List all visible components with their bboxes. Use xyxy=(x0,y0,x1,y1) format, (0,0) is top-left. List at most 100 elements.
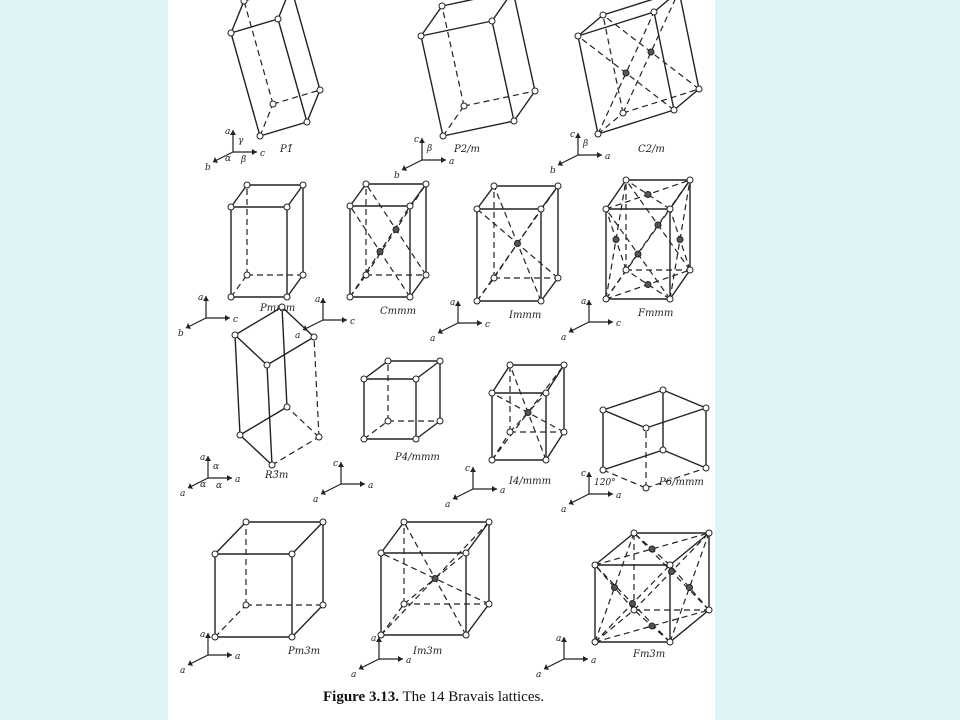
lattice-label: Cmmm xyxy=(380,306,416,317)
axis-label: a xyxy=(605,152,610,162)
center-atom xyxy=(654,221,662,229)
cell-edge xyxy=(239,406,288,436)
corner-atom xyxy=(659,386,667,394)
corner-atom xyxy=(531,87,539,95)
center-atom xyxy=(634,250,642,258)
corner-atom xyxy=(686,176,694,184)
axis-label: c xyxy=(350,317,355,327)
corner-atom xyxy=(462,549,470,557)
arrow-head xyxy=(227,475,232,481)
lattice-ortho-p: Pmmm xyxy=(227,181,307,314)
hidden-edge xyxy=(602,469,647,489)
cell-edge xyxy=(230,184,248,208)
corner-atom xyxy=(242,518,250,526)
cell-edge xyxy=(491,364,511,394)
axes-tetra-i: caa xyxy=(445,464,505,510)
lattice-ortho-f: Fmmm xyxy=(602,176,694,319)
corner-atom xyxy=(702,404,710,412)
cell-edge xyxy=(602,389,664,411)
axes-cubic-p: aaa xyxy=(180,630,240,676)
cell-edge xyxy=(669,532,710,566)
arrow-head xyxy=(398,656,403,662)
cell-edge xyxy=(577,11,655,37)
hidden-edge xyxy=(645,467,707,489)
cell-edge xyxy=(673,88,700,111)
cell-edge xyxy=(286,274,304,298)
cell-edge xyxy=(306,89,321,123)
lattice-label: P4/mmm xyxy=(394,452,440,463)
corner-atom xyxy=(630,606,638,614)
corner-atom xyxy=(288,633,296,641)
lattice-monoclinic-c: C2/m xyxy=(574,0,703,155)
axes-ortho-c: a a c xyxy=(295,295,355,341)
cell-edge xyxy=(545,431,565,461)
cell-edge xyxy=(230,18,279,34)
cell-edge xyxy=(415,420,441,440)
hidden-edge xyxy=(442,105,465,137)
center-atom xyxy=(629,600,636,607)
angle-label: β xyxy=(582,139,588,149)
corner-atom xyxy=(666,561,674,569)
centering-C xyxy=(349,183,427,298)
angle-label: α xyxy=(213,462,219,472)
arrow-head xyxy=(320,298,326,303)
corner-atom xyxy=(537,297,545,305)
axes-ortho-f: aac xyxy=(561,297,621,343)
corner-atom xyxy=(670,106,678,114)
corner-atom xyxy=(622,176,630,184)
corner-atom xyxy=(622,266,630,274)
corner-atom xyxy=(422,180,430,188)
corner-atom xyxy=(642,484,650,492)
arrow-head xyxy=(252,149,257,155)
axis-label: a xyxy=(561,333,566,343)
corner-atom xyxy=(263,361,271,369)
corner-atom xyxy=(236,431,244,439)
lattice-points xyxy=(417,2,539,140)
corner-atom xyxy=(362,180,370,188)
lattice-points xyxy=(377,518,493,639)
corner-atom xyxy=(400,600,408,608)
arrow-head xyxy=(586,300,592,305)
cell-edges xyxy=(234,306,320,466)
corner-atom xyxy=(666,205,674,213)
cell-edge xyxy=(281,306,288,408)
lattice-label: P1̄ xyxy=(279,144,293,155)
hidden-edge xyxy=(363,420,389,440)
hidden-edge xyxy=(597,112,624,135)
cell-edge xyxy=(277,0,287,20)
hidden-edge xyxy=(380,603,405,636)
arrow-head xyxy=(569,499,574,505)
lattice-points xyxy=(227,181,307,301)
corner-atom xyxy=(243,181,251,189)
centering-line xyxy=(380,521,490,636)
arrow-head xyxy=(205,633,211,638)
center-atom xyxy=(644,191,652,198)
center-atom xyxy=(612,236,620,243)
hidden-edge xyxy=(230,274,248,298)
arrow-head xyxy=(402,165,407,171)
cell-edge xyxy=(465,521,490,554)
corner-atom xyxy=(422,271,430,279)
corner-atom xyxy=(602,295,610,303)
axis-label: a xyxy=(315,295,320,305)
hidden-edge xyxy=(313,336,320,438)
axis-label: a xyxy=(295,331,300,341)
cell-edge xyxy=(662,449,707,469)
arrow-head xyxy=(575,133,581,138)
cell-edge xyxy=(602,409,647,429)
corner-atom xyxy=(619,109,627,117)
cell-edge xyxy=(597,109,675,135)
corner-atom xyxy=(299,271,307,279)
corner-atom xyxy=(650,8,658,16)
corner-atom xyxy=(602,205,610,213)
hidden-edge xyxy=(272,89,321,105)
corner-atom xyxy=(283,203,291,211)
corner-atom xyxy=(288,550,296,558)
lattice-label: C2/m xyxy=(638,144,665,155)
axis-label: a xyxy=(450,298,455,308)
axis-label: a xyxy=(371,634,376,644)
cell-edge xyxy=(653,0,670,13)
